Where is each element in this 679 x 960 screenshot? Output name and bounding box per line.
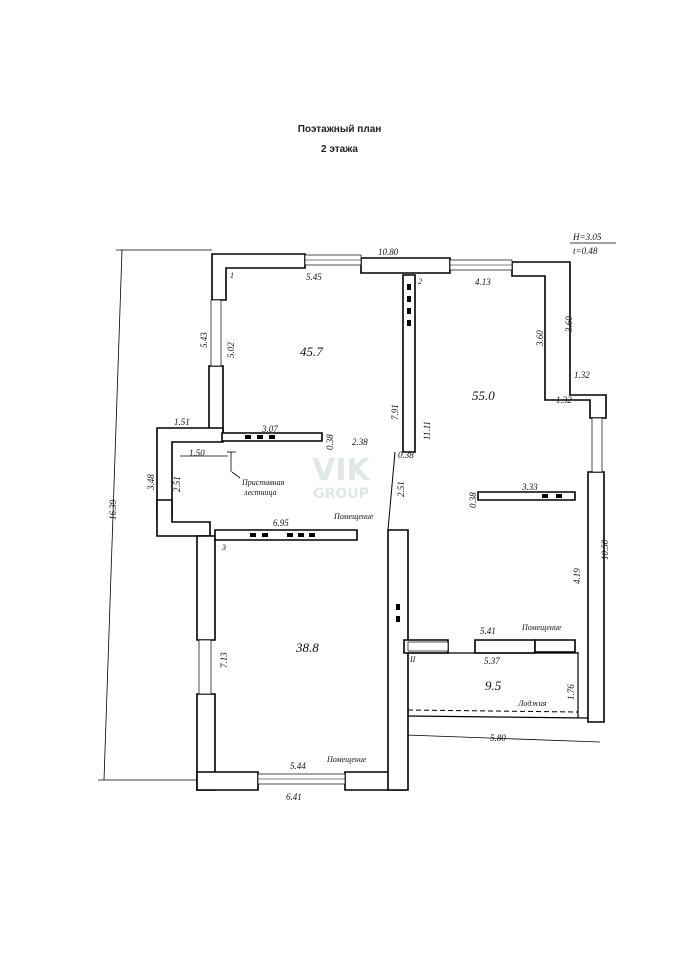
dim-partition1: 3.07 (261, 424, 278, 434)
room-2-number: 2 (418, 277, 422, 286)
dim-238: 2.38 (352, 437, 368, 447)
overall-dimension-line (98, 249, 212, 781)
stair-label-2: лестница (243, 488, 277, 497)
dim-corridor-left-inner: 2.51 (172, 476, 182, 492)
room-2-area: 55.0 (472, 388, 495, 403)
loggia (407, 652, 589, 719)
dim-r1-left-outer: 5.43 (199, 332, 209, 348)
watermark-text-2: GROUP (313, 486, 369, 502)
vent-marks (245, 284, 562, 622)
room-3-number: 3 (221, 543, 226, 552)
room-label-c: Помещение (326, 755, 367, 764)
room-label-b: Помещение (521, 623, 562, 632)
stair-label-1: Приставная (241, 478, 285, 487)
dim-partition1-t: 0.38 (325, 434, 335, 450)
loggia-dimension-line (405, 734, 601, 743)
windows (198, 254, 603, 785)
dim-corridor-width: 1.50 (189, 448, 205, 458)
dim-corridor-height: 2.51 (396, 481, 406, 497)
dim-notch-outer: 1.32 (574, 370, 590, 380)
dim-right-upper-inner: 3.60 (535, 330, 545, 347)
height-param: H=3.05 (572, 232, 602, 242)
room-1-number: 1 (230, 271, 234, 280)
dim-notch-inner: 1.32 (556, 395, 572, 405)
dim-right-lower: 4.19 (572, 568, 582, 584)
watermark-text-1: VIK (312, 453, 371, 488)
plan-subtitle: 2 этажа (321, 144, 358, 155)
dim-left-total: 16.39 (108, 499, 118, 520)
dim-r3-left: 7.13 (219, 652, 229, 668)
room-1-area: 45.7 (300, 344, 323, 359)
header-params: H=3.05 t=0.48 (570, 232, 616, 256)
dim-loggia-height: 1.76 (566, 684, 576, 700)
plan-title: Поэтажный план (297, 124, 382, 135)
dim-mid-wall: 7.91 (390, 404, 400, 420)
dim-right-total: 10.50 (600, 539, 610, 560)
dim-right-upper-outer: 3.60 (564, 316, 574, 333)
ladder-marker (180, 451, 241, 479)
dim-loggia-outer: 5.80 (490, 733, 506, 743)
dim-top-right: 4.13 (475, 277, 491, 287)
dim-corridor-left-outer: 3.48 (146, 474, 156, 491)
dim-r3-bottom-inner: 5.44 (290, 761, 306, 771)
room-4-area: 9.5 (485, 678, 502, 693)
dim-r3-top: 6.95 (273, 518, 289, 528)
dim-loggia-top: 5.37 (484, 656, 500, 666)
dimension-labels: 10.80 5.45 4.13 16.39 5.43 5.02 1.51 1.5… (108, 247, 610, 802)
room-labels: 1 45.7 2 55.0 3 38.8 II 9.5 Лоджия Прист… (221, 271, 562, 764)
dim-r2-bottom: 5.41 (480, 626, 496, 636)
thickness-param: t=0.48 (573, 246, 598, 256)
room-3-area: 38.8 (295, 640, 319, 655)
room-label-a: Помещение (333, 512, 374, 521)
dim-mid-small: 0.38 (398, 450, 414, 460)
dim-top-total: 10.80 (378, 247, 399, 257)
dim-mid-wall-right: 11.11 (422, 421, 432, 440)
dim-top-left: 5.45 (306, 272, 322, 282)
outer-walls (156, 253, 607, 791)
dim-r1-left-inner: 5.02 (226, 342, 236, 358)
dim-partition2: 3.33 (521, 482, 538, 492)
watermark-logo: VIK GROUP (312, 453, 371, 502)
dim-corridor-top: 1.51 (174, 417, 190, 427)
dim-r3-bottom-outer: 6.41 (286, 792, 302, 802)
room-4-number: II (409, 655, 416, 664)
loggia-label: Лоджия (517, 699, 547, 708)
dim-partition2-t: 0.38 (468, 492, 478, 508)
